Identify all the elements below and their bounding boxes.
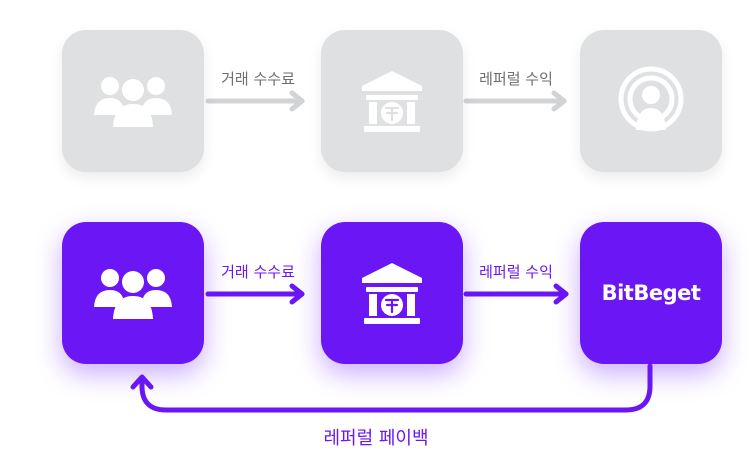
top-broadcast-node xyxy=(580,30,722,172)
users-icon xyxy=(93,263,173,323)
bottom-edge-label-1: 거래 수수료 xyxy=(221,263,295,281)
bottom-users-node xyxy=(62,222,204,364)
bottom-bank-node xyxy=(321,222,463,364)
bank-tether-icon xyxy=(360,69,424,133)
bottom-brand-node: BitBeget xyxy=(580,222,722,364)
top-arrow-1 xyxy=(205,90,305,112)
payback-label: 레퍼럴 페이백 xyxy=(323,428,429,449)
payback-loop-arrow xyxy=(130,363,653,413)
bank-tether-icon xyxy=(360,261,424,325)
top-users-node xyxy=(62,30,204,172)
users-icon xyxy=(93,71,173,131)
top-arrow-2 xyxy=(463,90,567,112)
top-edge-label-2: 레퍼럴 수익 xyxy=(479,70,553,88)
brand-logo: BitBeget xyxy=(601,281,701,305)
bottom-edge-label-2: 레퍼럴 수익 xyxy=(479,263,553,281)
broadcast-person-icon xyxy=(616,66,686,136)
bottom-arrow-2 xyxy=(463,283,569,305)
bottom-arrow-1 xyxy=(205,283,305,305)
top-edge-label-1: 거래 수수료 xyxy=(221,70,295,88)
top-bank-node xyxy=(321,30,463,172)
